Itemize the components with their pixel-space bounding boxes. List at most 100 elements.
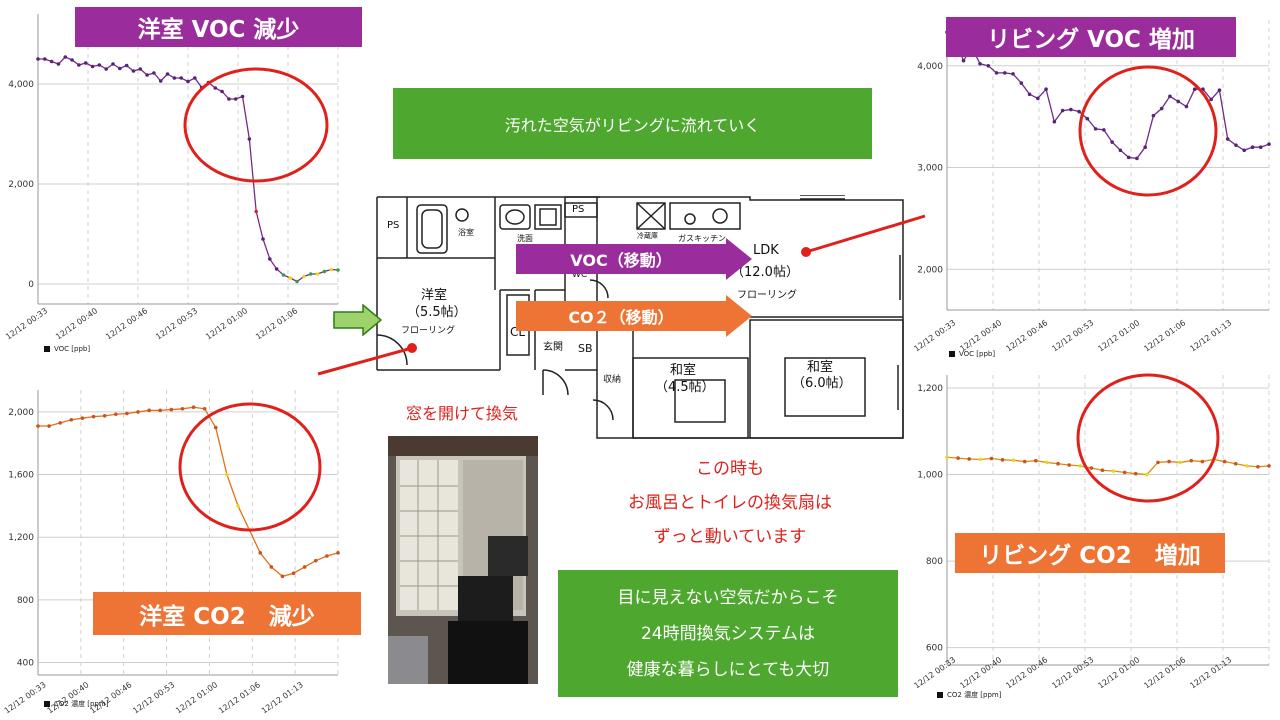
living-sensor-dot [801, 247, 811, 257]
data-point [83, 61, 88, 65]
data-point [274, 267, 279, 271]
y-tick-label: 2,000 [8, 180, 34, 190]
data-point [1222, 459, 1227, 464]
data-point [315, 272, 320, 276]
data-point [102, 414, 107, 418]
data-point [986, 63, 991, 68]
window-inflow-arrow [333, 304, 383, 336]
youshitsu-co2-legend: CO2 濃度 [ppm] [44, 699, 108, 709]
data-point [1234, 143, 1238, 147]
data-point [97, 63, 102, 67]
series-line [38, 406, 339, 578]
plan-washitsu1-name: 和室 [670, 363, 697, 378]
data-point [172, 76, 177, 80]
data-point [1122, 470, 1127, 475]
y-tick-label: 600 [926, 644, 943, 654]
data-point [1089, 466, 1094, 470]
data-point [158, 79, 163, 83]
data-point [295, 279, 299, 284]
data-point [291, 571, 296, 576]
bottom-message-line-2: 24時間換気システムは [640, 623, 816, 644]
data-point [70, 58, 74, 62]
plan-genkan: 玄関 [543, 342, 563, 353]
data-point [1111, 469, 1116, 473]
data-point [1168, 94, 1172, 99]
data-point [158, 408, 163, 413]
youshitsu-sensor-dot [407, 343, 417, 353]
y-tick-label: 1,200 [8, 533, 34, 543]
highlight-living-voc [1078, 65, 1218, 197]
y-tick-label: 2,000 [8, 408, 34, 418]
y-tick-label: 800 [926, 557, 943, 567]
plan-ldk-size: （12.0帖） [731, 265, 799, 280]
data-point [236, 504, 240, 508]
data-point [956, 456, 960, 460]
data-point [322, 269, 327, 274]
living-voc-legend: VOC [ppb] [949, 350, 995, 358]
data-point [1192, 87, 1197, 91]
data-point [1085, 116, 1090, 121]
fan-note-line-1: この時も [696, 459, 764, 479]
data-point [56, 62, 61, 66]
data-point [1093, 127, 1098, 131]
data-point [147, 408, 151, 413]
data-point [49, 59, 54, 64]
data-point [91, 414, 96, 419]
data-point [281, 273, 286, 277]
y-tick-label: 0 [28, 280, 34, 290]
plan-stove: ガスキッチン [678, 234, 726, 243]
banner-youshitsu-voc: 洋室 VOC 減少 [75, 7, 362, 47]
plan-wash: 洗面 [517, 234, 533, 243]
y-tick-label: 800 [17, 596, 34, 606]
data-point [165, 72, 170, 76]
fan-note-line-3: ずっと動いています [653, 527, 807, 547]
data-point [113, 412, 118, 417]
data-point [1233, 461, 1238, 466]
plan-wc: WC [572, 270, 588, 280]
data-point [1077, 109, 1081, 114]
data-point [313, 558, 318, 563]
data-point [1258, 145, 1263, 149]
data-point [1250, 145, 1255, 149]
data-point [268, 257, 272, 261]
data-point [124, 63, 129, 68]
data-point [202, 406, 207, 411]
youshitsu-voc-legend: VOC [ppb] [44, 345, 90, 353]
data-point [104, 67, 108, 71]
data-point [1256, 464, 1260, 469]
data-point [325, 554, 329, 558]
data-point [302, 274, 306, 279]
plan-fridge: 冷蔵庫 [637, 232, 658, 240]
plan-ldk-name: LDK [753, 243, 779, 258]
data-point [258, 551, 263, 555]
data-point [1135, 156, 1139, 161]
data-point [179, 76, 183, 80]
data-point [36, 424, 40, 428]
data-point [994, 71, 999, 75]
data-point [967, 457, 972, 461]
data-point [1102, 128, 1106, 132]
data-point [945, 455, 949, 460]
data-point [193, 76, 197, 80]
data-point [186, 79, 190, 84]
plan-ps2: PS [572, 204, 585, 215]
data-point [191, 405, 196, 410]
data-point [1002, 71, 1007, 75]
plan-washitsu1-size: （4.5帖） [655, 380, 715, 395]
data-point [225, 472, 229, 477]
banner-living-voc: リビング VOC 増加 [946, 17, 1236, 57]
data-point [254, 209, 258, 214]
data-point [989, 456, 994, 461]
data-point [136, 410, 140, 414]
data-point [288, 276, 293, 280]
floor-plan: PS 浴室 洗面 PS 冷蔵庫 ガスキッチン LDK （12.0帖） フローリン… [375, 194, 905, 440]
plan-ps1: PS [387, 220, 400, 231]
data-point [1022, 459, 1027, 464]
bottom-message-line-1: 目に見えない空気だからこそ [617, 587, 839, 608]
data-point [1019, 81, 1024, 85]
